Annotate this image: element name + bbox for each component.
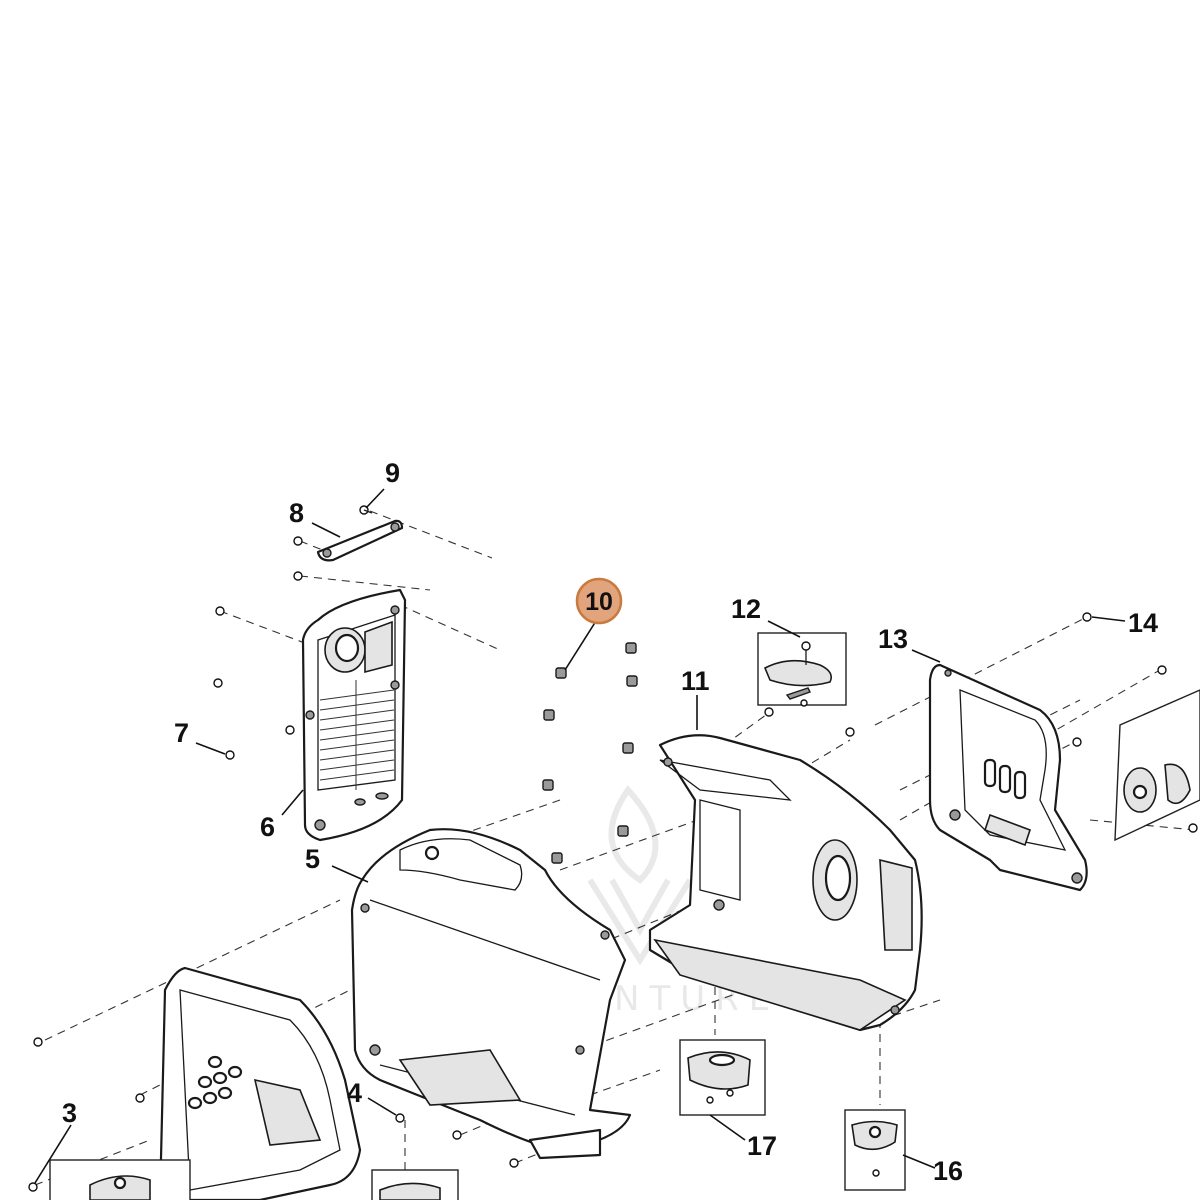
part-13-side-cover[interactable] <box>928 663 1088 892</box>
screw[interactable] <box>135 1093 145 1103</box>
callout-3[interactable]: 3 <box>62 1098 77 1128</box>
callout-12[interactable]: 12 <box>731 594 761 624</box>
part-11-rear-frame[interactable] <box>648 734 923 1032</box>
part-7-screw[interactable] <box>225 750 235 760</box>
screw[interactable] <box>452 1130 462 1140</box>
callout-13[interactable]: 13 <box>878 624 908 654</box>
callout-8[interactable]: 8 <box>289 498 304 528</box>
callout-16[interactable]: 16 <box>933 1156 963 1186</box>
screw[interactable] <box>845 727 855 737</box>
part-3-screw[interactable] <box>28 1182 38 1192</box>
callout-6[interactable]: 6 <box>260 812 275 842</box>
partial-inset-right[interactable] <box>1114 689 1200 842</box>
screw[interactable] <box>293 571 303 581</box>
left-side-cover[interactable] <box>158 966 362 1200</box>
screw[interactable] <box>1188 823 1198 833</box>
callout-11[interactable]: 11 <box>681 666 710 696</box>
callout-9[interactable]: 9 <box>385 458 400 488</box>
part-17-inset[interactable] <box>679 1039 766 1116</box>
callout-7[interactable]: 7 <box>174 718 189 748</box>
callout-10-highlight[interactable] <box>575 577 623 625</box>
bottom-inset-left[interactable] <box>49 1159 191 1200</box>
screw[interactable] <box>285 725 295 735</box>
part-12-inset[interactable] <box>757 632 847 707</box>
leader-lines <box>34 488 1126 1184</box>
screw[interactable] <box>213 678 223 688</box>
bottom-inset-center[interactable] <box>371 1169 459 1200</box>
part-4-screw[interactable] <box>395 1113 405 1123</box>
callout-labels: 3 4 5 6 7 8 9 10 11 12 13 14 16 17 <box>62 458 1158 1186</box>
screw[interactable] <box>215 606 225 616</box>
callout-5[interactable]: 5 <box>305 844 320 874</box>
screw[interactable] <box>1072 737 1082 747</box>
part-10-clip-nuts[interactable] <box>542 642 638 864</box>
screw[interactable] <box>33 1037 43 1047</box>
screw[interactable] <box>764 707 774 717</box>
grille-lines <box>319 680 395 790</box>
part-6-front-panel[interactable] <box>301 588 407 842</box>
part-8-handle-strip[interactable] <box>316 519 404 562</box>
callout-10[interactable]: 10 <box>585 588 613 616</box>
callout-17[interactable]: 17 <box>747 1131 777 1161</box>
screw[interactable] <box>509 1158 519 1168</box>
screw[interactable] <box>1157 665 1167 675</box>
screw[interactable] <box>293 536 303 546</box>
callout-4[interactable]: 4 <box>347 1078 362 1108</box>
part-5-frame-handle[interactable] <box>350 828 632 1160</box>
callout-14[interactable]: 14 <box>1128 608 1158 638</box>
part-16-inset[interactable] <box>844 1109 906 1191</box>
part-14-screw[interactable] <box>1082 612 1092 622</box>
